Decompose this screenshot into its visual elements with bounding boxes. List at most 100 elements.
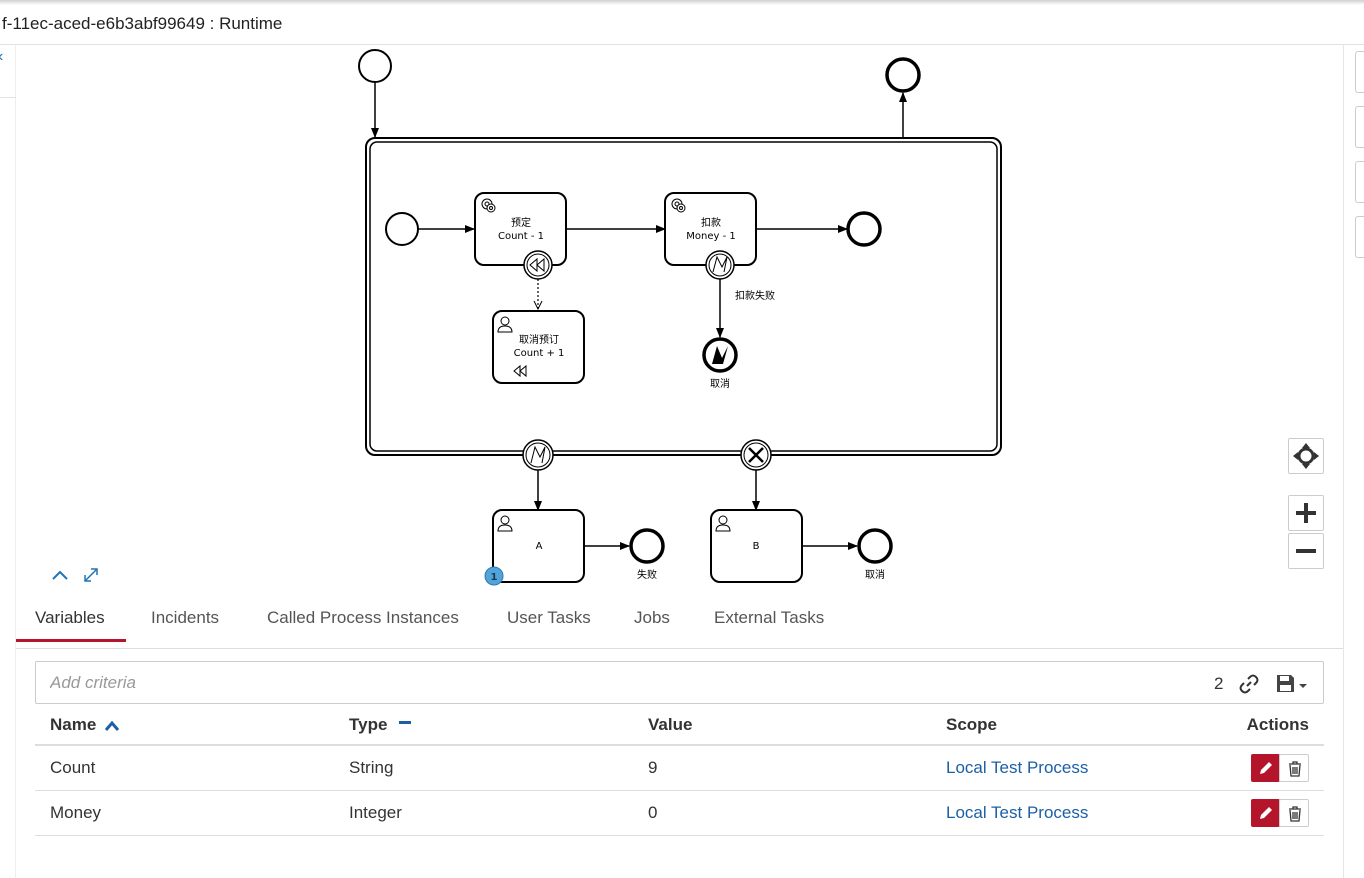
- delete-variable-button[interactable]: [1279, 753, 1309, 782]
- trash-icon: [1289, 761, 1301, 777]
- right-panel-tab[interactable]: [1355, 161, 1364, 203]
- table-row: Money Integer 0 Local Test Process: [35, 790, 1324, 836]
- table-row: Count String 9 Local Test Process: [35, 745, 1324, 791]
- compensation-boundary-event[interactable]: [523, 250, 553, 280]
- edit-variable-button[interactable]: [1251, 798, 1280, 827]
- variable-scope: Local Test Process: [931, 790, 1181, 836]
- task-booking-name: 预定: [511, 216, 531, 229]
- variable-type: Integer: [334, 790, 633, 836]
- scope-link[interactable]: Local Test Process: [946, 802, 1089, 822]
- user-task-cancel-booking[interactable]: 取消预订 Count + 1: [492, 310, 585, 384]
- service-task-debit[interactable]: 扣款 Money - 1: [664, 192, 757, 266]
- service-task-booking[interactable]: 预定 Count - 1: [474, 192, 567, 266]
- search-criteria-bar: 2: [35, 661, 1324, 704]
- column-header-label: Name: [50, 715, 97, 734]
- header-shadow: [0, 0, 1364, 5]
- scope-link[interactable]: Local Test Process: [946, 757, 1089, 777]
- variable-value[interactable]: 0: [633, 790, 931, 836]
- pencil-icon: [1260, 806, 1272, 819]
- outer-start-event[interactable]: [358, 49, 392, 83]
- edit-variable-button[interactable]: [1251, 753, 1280, 782]
- tab-variables[interactable]: Variables: [35, 608, 105, 627]
- pencil-icon: [1260, 761, 1272, 774]
- lightning-icon: [712, 346, 728, 364]
- column-header-actions: Actions: [1181, 706, 1324, 746]
- gear-icon: [481, 198, 496, 213]
- rewind-icon: [529, 257, 545, 273]
- end-cancelled-label: 取消: [865, 568, 885, 581]
- zoom-out-button[interactable]: [1288, 533, 1324, 569]
- column-header-scope: Scope: [931, 706, 1181, 746]
- lightning-icon: [530, 445, 546, 464]
- inner-end-event[interactable]: [846, 211, 882, 247]
- variable-actions: [1181, 745, 1324, 791]
- delete-variable-button[interactable]: [1279, 798, 1309, 827]
- transaction-cancel-boundary-event[interactable]: [740, 439, 772, 471]
- end-fail-label: 失败: [637, 568, 657, 581]
- flow-label-debit-failed: 扣款失败: [735, 289, 775, 302]
- collapse-sidebar-icon[interactable]: ‹: [0, 47, 12, 67]
- right-panel-tab[interactable]: [1355, 51, 1364, 93]
- tab-external-tasks[interactable]: External Tasks: [714, 608, 825, 627]
- expand-icon: [84, 568, 98, 582]
- cancel-end-event[interactable]: [702, 337, 738, 373]
- crosshair-icon: [1293, 443, 1319, 469]
- header-bar: f-11ec-aced-e6b3abf99649 : Runtime: [0, 0, 1364, 45]
- table-header-row: Name Type Value Scope Actions: [35, 706, 1324, 746]
- variable-scope: Local Test Process: [931, 745, 1181, 791]
- result-count: 2: [1214, 674, 1224, 693]
- instance-count: 1: [491, 572, 498, 583]
- lightning-icon: [712, 255, 728, 273]
- tab-incidents[interactable]: Incidents: [151, 608, 220, 627]
- fullscreen-button[interactable]: [80, 564, 102, 586]
- user-task-a[interactable]: A: [492, 509, 585, 583]
- bpmn-diagram-canvas[interactable]: 预定 Count - 1 扣款 Money - 1: [16, 45, 1343, 588]
- plus-icon: [1296, 503, 1316, 523]
- user-icon: [497, 316, 513, 333]
- task-debit-expr: Money - 1: [686, 231, 735, 242]
- sidebar-divider: [0, 97, 16, 98]
- collapse-diagram-button[interactable]: [49, 564, 71, 586]
- compensation-marker-icon: [513, 364, 527, 378]
- tab-user-tasks[interactable]: User Tasks: [507, 608, 591, 627]
- trash-icon: [1289, 805, 1301, 822]
- reset-zoom-button[interactable]: [1288, 438, 1324, 474]
- task-booking-expr: Count - 1: [498, 231, 544, 242]
- transaction-subprocess[interactable]: [365, 137, 1002, 456]
- instance-count-badge[interactable]: 1: [484, 566, 504, 586]
- variable-value[interactable]: 9: [633, 745, 931, 791]
- column-header-label: Type: [349, 715, 388, 734]
- search-input[interactable]: [50, 672, 1150, 694]
- right-panel-tab[interactable]: [1355, 106, 1364, 148]
- transaction-error-boundary-event[interactable]: [522, 439, 554, 471]
- end-event-cancelled[interactable]: [857, 528, 893, 564]
- task-cancel-booking-name: 取消预订: [519, 333, 559, 346]
- task-b-name: B: [753, 541, 760, 552]
- link-icon[interactable]: [1239, 674, 1259, 694]
- right-panel-tab[interactable]: [1355, 216, 1364, 258]
- task-debit-name: 扣款: [701, 216, 721, 229]
- minus-icon: [1296, 549, 1316, 553]
- variables-table: Name Type Value Scope Actions Count Stri…: [35, 706, 1324, 836]
- user-icon: [715, 515, 731, 532]
- end-cancel-label: 取消: [710, 377, 730, 390]
- user-task-b[interactable]: B: [710, 509, 803, 583]
- tab-called-process-instances[interactable]: Called Process Instances: [267, 608, 459, 627]
- column-header-type[interactable]: Type: [334, 706, 633, 746]
- user-icon: [497, 515, 513, 532]
- sort-none-icon: [399, 721, 412, 725]
- zoom-in-button[interactable]: [1288, 495, 1324, 531]
- end-event-fail[interactable]: [629, 528, 665, 564]
- active-tab-indicator: [16, 639, 126, 642]
- column-header-name[interactable]: Name: [35, 706, 334, 746]
- error-boundary-event[interactable]: [705, 250, 735, 280]
- tab-jobs[interactable]: Jobs: [634, 608, 670, 627]
- outer-end-event[interactable]: [885, 57, 921, 93]
- save-dropdown-icon[interactable]: [1276, 674, 1310, 694]
- variable-actions: [1181, 790, 1324, 836]
- cancel-x-icon: [748, 447, 764, 463]
- variable-name: Count: [35, 745, 334, 791]
- inner-start-event[interactable]: [385, 212, 419, 246]
- left-sidebar-collapsed: ‹: [0, 45, 16, 878]
- task-a-name: A: [536, 541, 543, 552]
